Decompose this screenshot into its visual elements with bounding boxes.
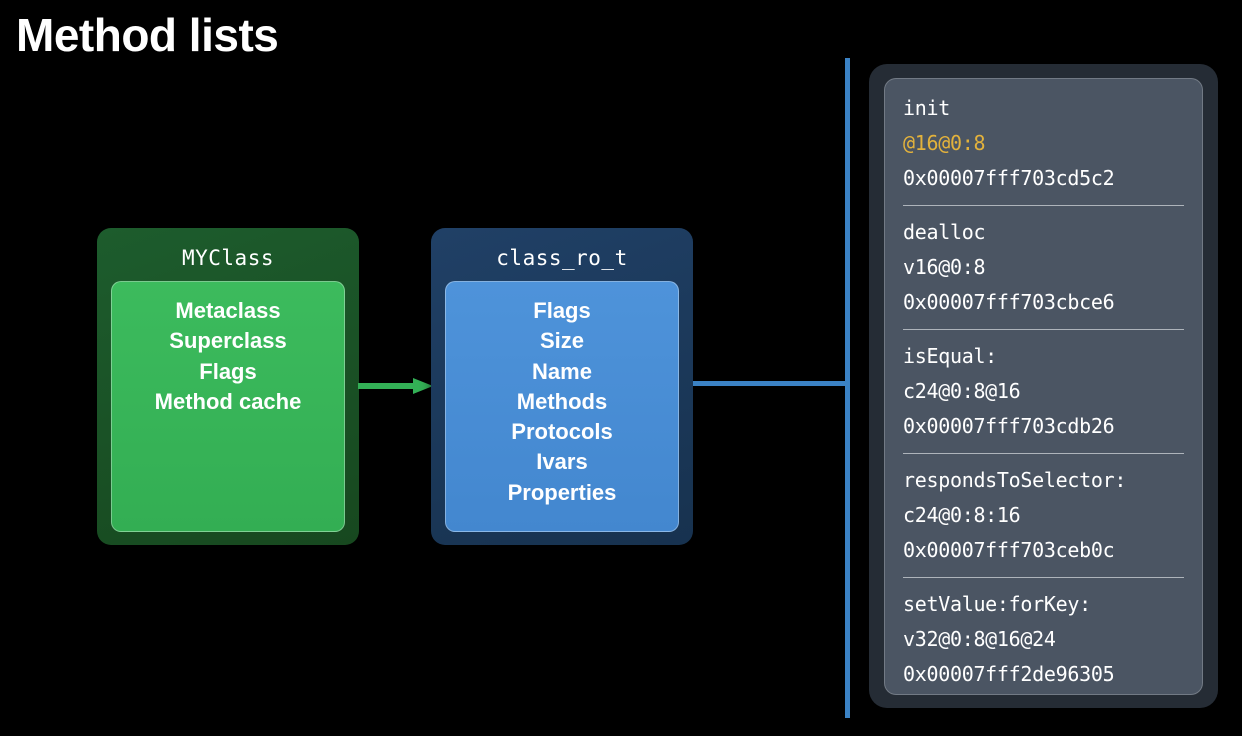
myclass-field: Superclass [169, 328, 287, 354]
method-separator [903, 329, 1184, 330]
method-entry: isEqual: c24@0:8@16 0x00007fff703cdb26 [885, 339, 1202, 444]
method-address: 0x00007fff2de96305 [903, 662, 1115, 686]
method-list-content: init @16@0:8 0x00007fff703cd5c2 dealloc v16@… [884, 78, 1203, 695]
method-list-panel: init @16@0:8 0x00007fff703cd5c2 dealloc v16@… [869, 64, 1218, 708]
method-type-encoding: c24@0:8@16 [903, 379, 1021, 403]
class-ro-t-field: Properties [507, 479, 617, 505]
myclass-field: Flags [199, 358, 257, 384]
method-address: 0x00007fff703cbce6 [903, 290, 1115, 314]
arrow-right-icon [358, 378, 433, 394]
method-address: 0x00007fff703cd5c2 [903, 166, 1115, 190]
method-separator [903, 453, 1184, 454]
method-separator [903, 205, 1184, 206]
method-entry: init @16@0:8 0x00007fff703cd5c2 [885, 91, 1202, 196]
method-separator [903, 577, 1184, 578]
arrow-shaft [358, 383, 415, 389]
method-entry: dealloc v16@0:8 0x00007fff703cbce6 [885, 215, 1202, 320]
myclass-title: MYClass [181, 246, 274, 270]
method-type-encoding: v16@0:8 [903, 255, 986, 279]
class-ro-t-field: Protocols [511, 419, 613, 445]
method-selector: setValue:forKey: [903, 592, 1091, 616]
class-ro-t-field: Size [539, 328, 585, 354]
method-address: 0x00007fff703ceb0c [903, 538, 1115, 562]
arrow-head [413, 378, 433, 394]
class-ro-t-title: class_ro_t [496, 246, 628, 270]
class-ro-t-field: Name [532, 358, 592, 384]
class-ro-t-field: Methods [516, 388, 608, 414]
method-selector: isEqual: [903, 344, 997, 368]
method-address: 0x00007fff703cdb26 [903, 414, 1115, 438]
method-type-encoding: v32@0:8@16@24 [903, 627, 1056, 651]
method-type-encoding: @16@0:8 [903, 131, 986, 155]
myclass-field: Metaclass [175, 298, 281, 323]
method-selector: dealloc [903, 220, 986, 244]
method-entry: respondsToSelector: c24@0:8:16 0x00007fff7… [885, 463, 1202, 568]
connector-line-horizontal [693, 381, 850, 386]
method-selector: init [903, 96, 950, 120]
connector-line-vertical [845, 58, 850, 718]
page-title: Method lists [16, 9, 279, 61]
class-ro-t-field: Flags [533, 298, 591, 323]
myclass-field: Method cache [154, 388, 302, 414]
method-entry: setValue:forKey: v32@0:8@16@24 0x00007fff2… [885, 587, 1202, 692]
method-type-encoding: c24@0:8:16 [903, 503, 1021, 527]
method-selector: respondsToSelector: [903, 468, 1127, 492]
class-ro-t-field: Ivars [536, 449, 588, 475]
